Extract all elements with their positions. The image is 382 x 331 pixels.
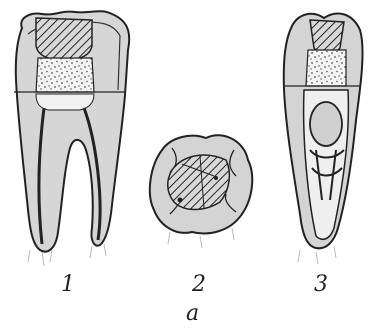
tooth-2-drawing [150,135,252,248]
tooth-2-label: 2 [192,274,206,296]
tooth-3-cavity [310,20,344,53]
tooth-3-label: 3 [314,274,328,296]
tooth-3-filling [306,50,346,86]
tooth-1-cavity [36,18,92,60]
tooth-1-drawing [14,11,129,266]
figure-caption-letter: a [186,303,199,325]
tooth-1-filling [36,58,94,92]
tooth-1-label: 1 [61,274,75,296]
tooth-3-drawing [284,14,363,264]
